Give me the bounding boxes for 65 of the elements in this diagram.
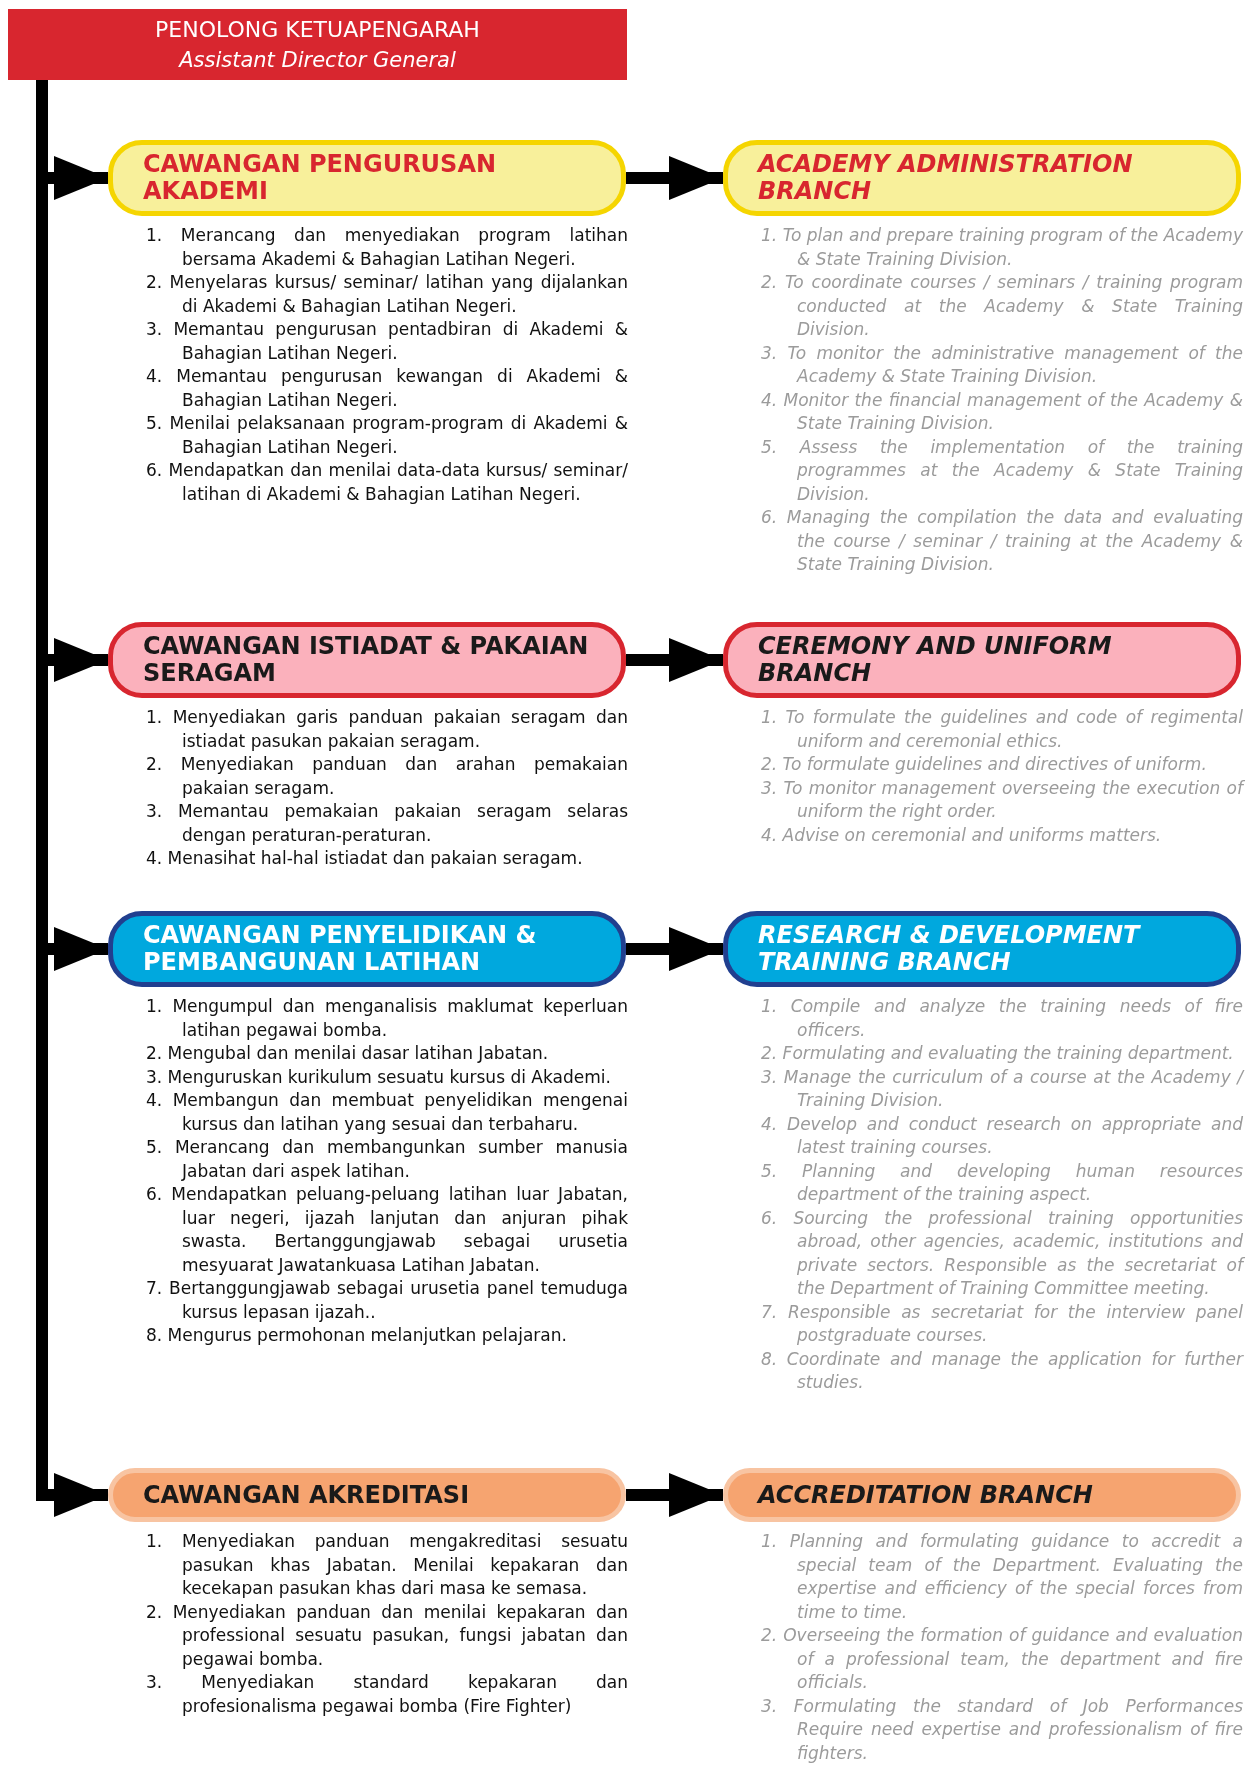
list-item: 2. Formulating and evaluating the training department. bbox=[761, 1042, 1235, 1065]
list-item: 6. Mendapatkan peluang-peluang latihan luar Jabatan, luar negeri, ijazah lanjutan dan anjuran pihak swasta. Bertanggungjawab sebagai urusetia mesyuarat Jawatankuasa Latihan Jabatan. bbox=[146, 1183, 628, 1277]
arrow bbox=[626, 1473, 723, 1517]
list-item: 6. Sourcing the professional training opportunities abroad, other agencies, academic, institutions and private sectors. Responsible as the secretariat of the Department of Training Committee meeting. bbox=[761, 1206, 1243, 1300]
list-item: 2. Menyediakan panduan dan arahan pemakaian pakaian seragam. bbox=[146, 753, 628, 800]
branch-box bbox=[723, 911, 1241, 987]
branch-title: CAWANGAN PENYELIDIKAN & PEMBANGUNAN LATIHAN bbox=[143, 922, 538, 976]
list-item: 1. Planning and formulating guidance to accredit a special team of the Department. Evaluating the expertise and efficiency of the special forces from time to time. bbox=[761, 1530, 1243, 1624]
list-item: 3. Memantau pemakaian pakaian seragam selaras dengan peraturan-peraturan. bbox=[146, 800, 628, 847]
list-item: 2. Menyelaras kursus/ seminar/ latihan yang dijalankan di Akademi & Bahagian Latihan Negeri. bbox=[146, 271, 628, 318]
branch-box bbox=[723, 140, 1241, 216]
branch-title: CAWANGAN ISTIADAT & PAKAIAN SERAGAM bbox=[143, 633, 590, 687]
list-item: 3. Formulating the standard of Job Performances Require need expertise and professionalism of fire fighters. bbox=[761, 1694, 1243, 1765]
list-item: 4. Develop and conduct research on appropriate and latest training courses. bbox=[761, 1112, 1243, 1159]
list-item: 3. To monitor management overseeing the execution of uniform the right order. bbox=[761, 776, 1243, 823]
subtitle-text: Assistant Director General bbox=[177, 46, 457, 74]
list-item: 1. Merancang dan menyediakan program latihan bersama Akademi & Bahagian Latihan Negeri. bbox=[146, 224, 628, 271]
branch-box bbox=[108, 911, 626, 987]
list-item: 1. Menyediakan garis panduan pakaian seragam dan istiadat pasukan pakaian seragam. bbox=[146, 706, 628, 753]
list-item: 3. Menyediakan standard kepakaran dan profesionalisma pegawai bomba (Fire Fighter) bbox=[146, 1671, 628, 1718]
branch-title: ACCREDITATION BRANCH bbox=[758, 1481, 1094, 1509]
list-item: 4. Memantau pengurusan kewangan di Akademi & Bahagian Latihan Negeri. bbox=[146, 365, 628, 412]
list-item: 2. To coordinate courses / seminars / training program conducted at the Academy & State Training Division. bbox=[761, 271, 1243, 341]
branch-box bbox=[108, 1468, 626, 1522]
list-item: 7. Responsible as secretariat for the interview panel postgraduate courses. bbox=[761, 1300, 1243, 1347]
list-item: 8. Mengurus permohonan melanjutkan pelajaran. bbox=[146, 1324, 568, 1347]
list-item: 2. Menyediakan panduan dan menilai kepakaran dan professional sesuatu pasukan, fungsi jabatan dan pegawai bomba. bbox=[146, 1600, 628, 1671]
list-item: 4. Menasihat hal-hal istiadat dan pakaian seragam. bbox=[146, 847, 584, 870]
list-item: 7. Bertanggungjawab sebagai urusetia panel temuduga kursus lepasan ijazah.. bbox=[146, 1277, 628, 1324]
list-item: 4. Advise on ceremonial and uniforms matters. bbox=[761, 823, 1163, 847]
list-item: 6. Mendapatkan dan menilai data-data kursus/ seminar/ latihan di Akademi & Bahagian Latihan Negeri. bbox=[146, 459, 628, 506]
branch-box bbox=[723, 1468, 1241, 1522]
list-item: 5. Menilai pelaksanaan program-program di Akademi & Bahagian Latihan Negeri. bbox=[146, 412, 628, 459]
title-text: PENOLONG KETUAPENGARAH bbox=[154, 15, 481, 44]
list-item: 3. To monitor the administrative management of the Academy & State Training Division. bbox=[761, 341, 1243, 388]
arrow bbox=[626, 927, 723, 971]
list-item: 1. Menyediakan panduan mengakreditasi sesuatu pasukan khas Jabatan. Menilai kepakaran dan kecekapan pasukan khas dari masa ke semasa. bbox=[146, 1530, 628, 1600]
branch-box bbox=[108, 140, 626, 216]
branch-title: CAWANGAN AKREDITASI bbox=[143, 1481, 471, 1509]
branch-title: CEREMONY AND UNIFORM BRANCH bbox=[758, 633, 1113, 687]
list-item: 3. Manage the curriculum of a course at the Academy / Training Division. bbox=[761, 1065, 1243, 1112]
list-item: 3. Memantau pengurusan pentadbiran di Akademi & Bahagian Latihan Negeri. bbox=[146, 318, 628, 365]
list-item: 1. To plan and prepare training program of the Academy & State Training Division. bbox=[761, 224, 1243, 271]
list-item: 1. To formulate the guidelines and code of regimental uniform and ceremonial ethics. bbox=[761, 706, 1243, 753]
list-item: 4. Membangun dan membuat penyelidikan mengenai kursus dan latihan yang sesuai dan terbaharu. bbox=[146, 1089, 628, 1136]
list-item: 2. Overseeing the formation of guidance and evaluation of a professional team, the department and fire officials. bbox=[761, 1624, 1243, 1694]
list-item: 8. Coordinate and manage the application for further studies. bbox=[761, 1347, 1243, 1394]
list-item: 4. Monitor the financial management of the Academy & State Training Division. bbox=[761, 388, 1243, 435]
list-item: 6. Managing the compilation the data and evaluating the course / seminar / training at the Academy & State Training Division. bbox=[761, 506, 1243, 576]
branch-box bbox=[108, 622, 626, 698]
list-item: 2. To formulate guidelines and directives of uniform. bbox=[761, 753, 1208, 776]
branch-box bbox=[723, 622, 1241, 698]
list-item: 1. Compile and analyze the training needs of fire officers. bbox=[761, 995, 1243, 1042]
list-item: 1. Mengumpul dan menganalisis maklumat keperluan latihan pegawai bomba. bbox=[146, 995, 628, 1042]
list-item: 5. Merancang dan membangunkan sumber manusia Jabatan dari aspek latihan. bbox=[146, 1136, 628, 1183]
arrow bbox=[626, 156, 723, 200]
list-item: 2. Mengubal dan menilai dasar latihan Jabatan. bbox=[146, 1042, 550, 1065]
arrow bbox=[626, 638, 723, 682]
branch-title: CAWANGAN PENGURUSAN AKADEMI bbox=[143, 151, 498, 205]
branch-title: ACADEMY ADMINISTRATION BRANCH bbox=[758, 151, 1134, 205]
list-item: 5. Planning and developing human resources department of the training aspect. bbox=[761, 1159, 1243, 1206]
list-item: 5. Assess the implementation of the training programmes at the Academy & State Training Division. bbox=[761, 435, 1243, 506]
title-box bbox=[8, 9, 627, 80]
list-item: 3. Menguruskan kurikulum sesuatu kursus di Akademi. bbox=[146, 1065, 612, 1089]
branch-title: RESEARCH & DEVELOPMENT TRAINING BRANCH bbox=[758, 922, 1142, 976]
